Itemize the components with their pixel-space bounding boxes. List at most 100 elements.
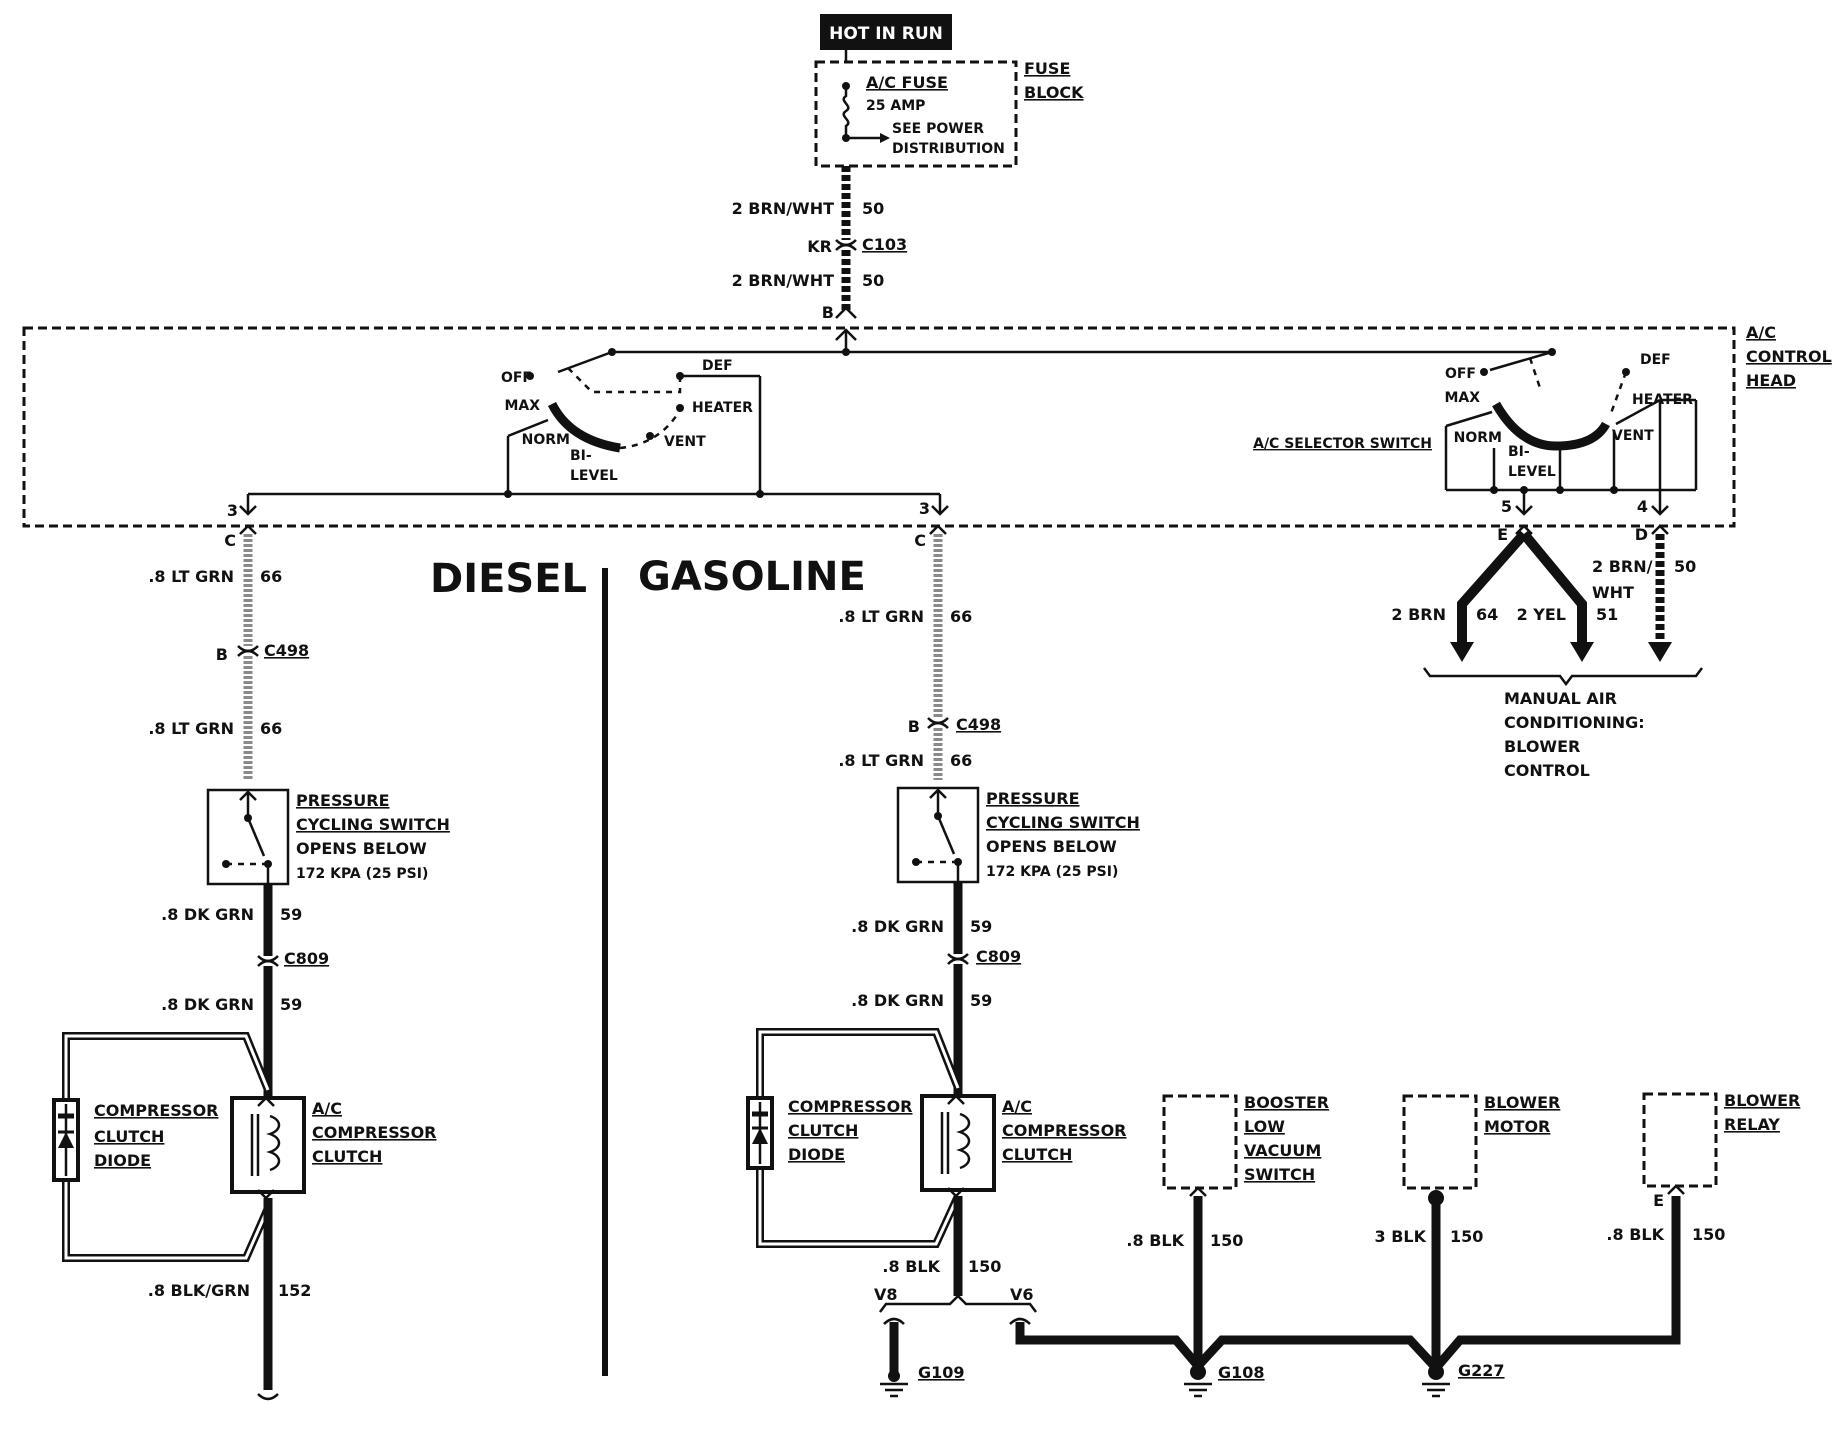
gas-switch-4: 172 KPA (25 PSI): [986, 864, 1118, 880]
left-pos-def: DEF: [702, 358, 733, 374]
diesel-diode-3: DIODE: [94, 1151, 151, 1170]
v8-label: V8: [874, 1285, 898, 1304]
motor-2: MOTOR: [1484, 1117, 1550, 1136]
gas-wire-ltgrn-2: .8 LT GRN: [838, 751, 924, 770]
right-pos-def: DEF: [1640, 352, 1671, 368]
relay-1: BLOWER: [1724, 1091, 1800, 1110]
v6-label: V6: [1010, 1285, 1034, 1304]
diesel-circuit-59-1: 59: [280, 905, 302, 924]
control-head-title-3: HEAD: [1746, 371, 1796, 390]
left-pos-off: OFF: [501, 370, 532, 386]
diesel-wire-dkgrn-2: .8 DK GRN: [161, 995, 254, 1014]
control-head-title-1: A/C: [1746, 323, 1776, 342]
diesel-circuit-66-2: 66: [260, 719, 282, 738]
section-divider: [602, 568, 608, 1376]
pin-d-output: D: [1635, 525, 1648, 544]
gas-wire-dkgrn-2: .8 DK GRN: [851, 991, 944, 1010]
left-pos-bi: BI-: [570, 448, 592, 464]
diesel-ground-wire: .8 BLK/GRN: [148, 1281, 250, 1300]
diesel-switch-1: PRESSURE: [296, 791, 390, 810]
circuit-64: 64: [1476, 605, 1498, 624]
circuit-50-blower: 50: [1674, 557, 1696, 576]
blower-dest-1: MANUAL AIR: [1504, 689, 1617, 708]
gas-switch-3: OPENS BELOW: [986, 837, 1117, 856]
gas-pin-c: C: [914, 531, 926, 550]
diesel-diode-1: COMPRESSOR: [94, 1101, 219, 1120]
blower-dest-2: CONDITIONING:: [1504, 713, 1645, 732]
diesel-clutch-2: COMPRESSOR: [312, 1123, 437, 1142]
gas-c498: C498: [956, 715, 1001, 734]
gas-c809: C809: [976, 947, 1021, 966]
arrow-down-icon: [1450, 642, 1474, 662]
gas-switch-2: CYCLING SWITCH: [986, 813, 1140, 832]
diode-icon: [752, 1128, 768, 1144]
wire-2-brn: 2 BRN: [1391, 605, 1446, 624]
ac-control-head-box: [22, 326, 1736, 528]
gas-wire-blk: .8 BLK: [882, 1257, 940, 1276]
right-selector-switch: OFF DEF MAX HEATER NORM VENT BI- LEVEL: [1444, 350, 1698, 494]
diesel-clutch-box: [230, 1096, 306, 1194]
gas-circuit-66-2: 66: [950, 751, 972, 770]
diesel-wire-dkgrn-1: .8 DK GRN: [161, 905, 254, 924]
fuse-block-label-2: BLOCK: [1024, 83, 1084, 102]
diesel-circuit-59-2: 59: [280, 995, 302, 1014]
ac-selector-switch-label: A/C SELECTOR SWITCH: [1253, 436, 1432, 452]
right-pos-level: LEVEL: [1508, 464, 1556, 480]
diesel-switch-2: CYCLING SWITCH: [296, 815, 450, 834]
gas-circuit-66-1: 66: [950, 607, 972, 626]
blower-relay: E BLOWER RELAY .8 BLK 150: [1606, 1091, 1800, 1244]
pin-5: 5: [1501, 497, 1512, 516]
fuse-icon: [842, 86, 850, 138]
arrow-down-icon: [1648, 642, 1672, 662]
fuse-block-label-1: FUSE: [1024, 59, 1070, 78]
left-pos-max: MAX: [504, 398, 540, 414]
left-pos-heater: HEATER: [692, 400, 753, 416]
diesel-ground-circuit: 152: [278, 1281, 311, 1300]
booster-switch: BOOSTER LOW VACUUM SWITCH .8 BLK 150 G10…: [1126, 1093, 1329, 1398]
diesel-switch-4: 172 KPA (25 PSI): [296, 866, 428, 882]
relay-circuit: 150: [1692, 1225, 1725, 1244]
motor-1: BLOWER: [1484, 1093, 1560, 1112]
blower-motor: BLOWER MOTOR 3 BLK 150 G227: [1375, 1093, 1560, 1398]
connector-kr: KR: [807, 237, 832, 256]
gas-clutch-box: [920, 1094, 996, 1192]
pin-3-diesel: 3: [227, 501, 238, 520]
diesel-circuit-66-1: 66: [260, 567, 282, 586]
g109-label: G109: [918, 1363, 965, 1382]
wire-2-yel: 2 YEL: [1517, 605, 1566, 624]
right-pos-heater: HEATER: [1632, 392, 1693, 408]
diesel-wire-ltgrn-1: .8 LT GRN: [148, 567, 234, 586]
g108-label: G108: [1218, 1363, 1265, 1382]
diesel-clutch-1: A/C: [312, 1099, 342, 1118]
booster-4: SWITCH: [1244, 1165, 1315, 1184]
gas-clutch-3: CLUTCH: [1002, 1145, 1072, 1164]
see-power-line1: SEE POWER: [892, 121, 984, 137]
relay-pin-e: E: [1653, 1191, 1664, 1210]
coil-icon: [956, 1112, 971, 1170]
gas-circuit-59-2: 59: [970, 991, 992, 1010]
left-pos-norm: NORM: [522, 432, 570, 448]
g227-label: G227: [1458, 1361, 1505, 1380]
hot-in-run-label: HOT IN RUN: [829, 24, 943, 44]
booster-2: LOW: [1244, 1117, 1285, 1136]
gas-wire-dkgrn-1: .8 DK GRN: [851, 917, 944, 936]
connector-c103: C103: [862, 235, 907, 254]
gas-circuit-150: 150: [968, 1257, 1001, 1276]
wire-label-top-2: 2 BRN/WHT: [732, 271, 834, 290]
right-pos-vent: VENT: [1612, 428, 1654, 444]
gas-pin-b: B: [908, 717, 920, 736]
gas-switch-1: PRESSURE: [986, 789, 1080, 808]
motor-circuit: 150: [1450, 1227, 1483, 1246]
diesel-switch-3: OPENS BELOW: [296, 839, 427, 858]
right-pos-bi: BI-: [1508, 444, 1530, 460]
gas-diode-2: CLUTCH: [788, 1121, 858, 1140]
fuse-block: A/C FUSE 25 AMP SEE POWER DISTRIBUTION: [814, 60, 1018, 168]
circuit-51: 51: [1596, 605, 1618, 624]
pin-3-gas: 3: [919, 499, 930, 518]
diesel-diode-2: CLUTCH: [94, 1127, 164, 1146]
diode-icon: [58, 1132, 74, 1148]
diesel-pin-c: C: [224, 531, 236, 550]
hot-in-run-header: HOT IN RUN: [820, 14, 952, 50]
diesel-clutch-3: CLUTCH: [312, 1147, 382, 1166]
